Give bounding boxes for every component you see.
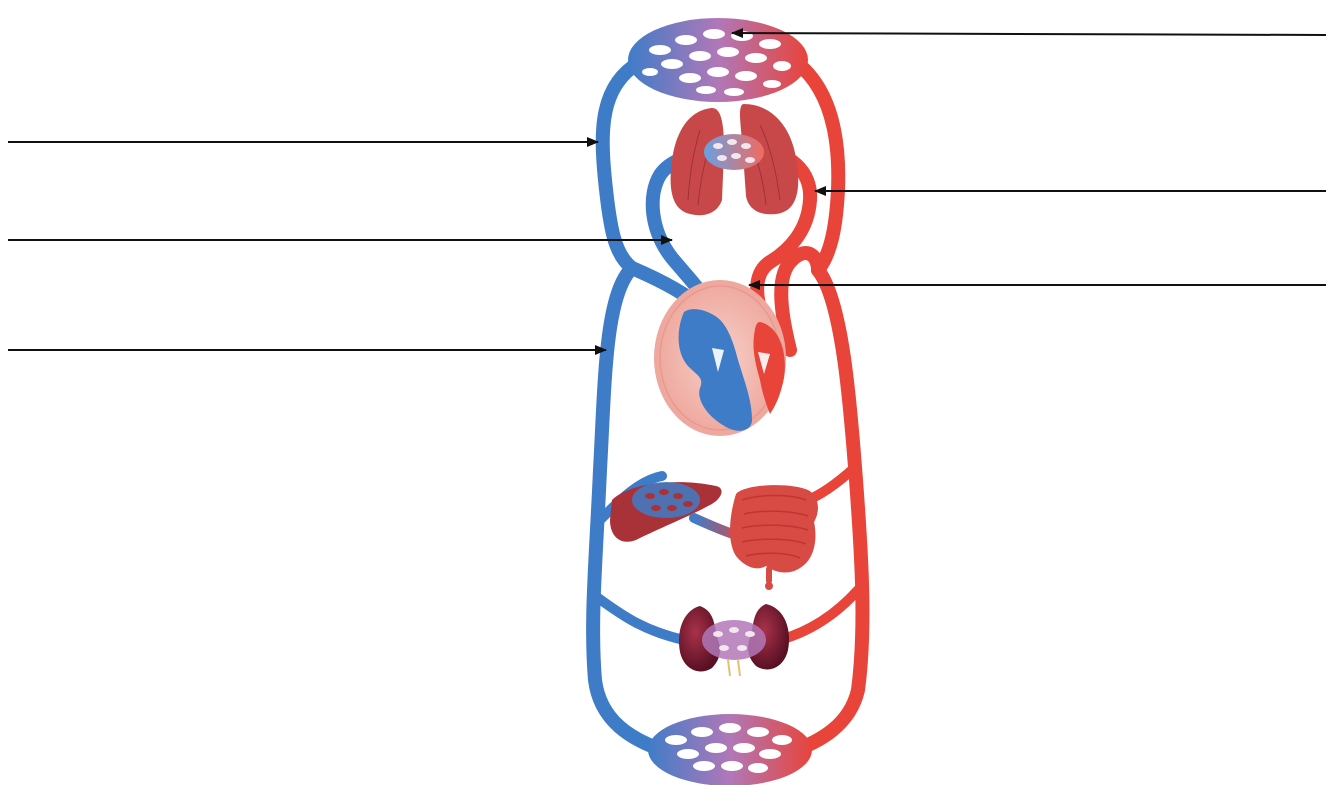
renal-vein — [598, 598, 684, 640]
renal-artery — [780, 590, 858, 640]
aorta — [781, 253, 818, 350]
lower-body-capillaries — [648, 714, 812, 785]
intestines — [730, 485, 818, 590]
superior-vena-cava — [603, 62, 640, 268]
lungs — [671, 104, 799, 215]
liver — [610, 482, 722, 542]
upper-body-capillaries — [628, 18, 808, 102]
heart — [654, 280, 786, 436]
pointer-upper-capillaries — [732, 33, 1326, 35]
kidneys — [679, 604, 789, 676]
mesenteric-artery — [808, 470, 852, 500]
